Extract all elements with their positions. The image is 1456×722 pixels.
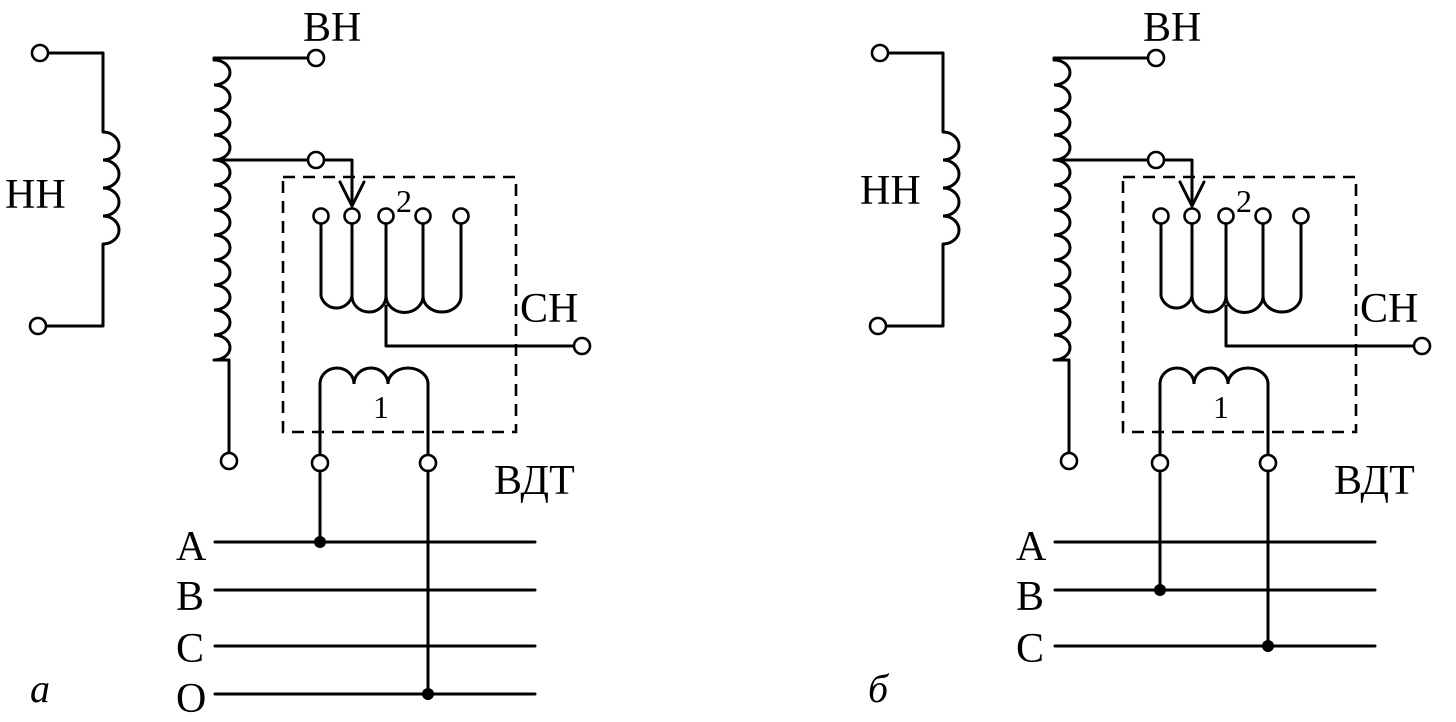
panel-a: НН ВН 2 СН 1 ВДТ A B C O а bbox=[5, 5, 592, 722]
vdt-label: ВДТ bbox=[494, 458, 575, 504]
nn-label: НН bbox=[5, 172, 66, 218]
vn-label: ВН bbox=[303, 5, 361, 51]
vn-label: ВН bbox=[1143, 5, 1201, 51]
bus-label-o: O bbox=[176, 676, 206, 722]
bus-label-c: C bbox=[1016, 626, 1044, 672]
sn-label: СН bbox=[1360, 286, 1418, 332]
panel-caption-a: а bbox=[30, 666, 50, 711]
junction-dot-phase-a bbox=[314, 536, 326, 548]
junction-dot-neutral bbox=[422, 688, 434, 700]
panel-caption-b: б bbox=[868, 666, 890, 711]
panel-b: НН ВН 2 СН 1 ВДТ A B C б bbox=[860, 5, 1432, 711]
bus-label-c: C bbox=[176, 626, 204, 672]
nn-label: НН bbox=[860, 168, 921, 214]
sn-label: СН bbox=[520, 286, 578, 332]
vdt-label: ВДТ bbox=[1334, 458, 1415, 504]
bus-label-b: B bbox=[176, 574, 204, 620]
bus-label-b: B bbox=[1016, 574, 1044, 620]
winding-2-label: 2 bbox=[396, 183, 412, 219]
winding-1-label: 1 bbox=[373, 389, 389, 425]
winding-1-label: 1 bbox=[1213, 389, 1229, 425]
junction-dot-phase-c bbox=[1262, 640, 1274, 652]
winding-2-label: 2 bbox=[1236, 183, 1252, 219]
junction-dot-phase-b bbox=[1154, 584, 1166, 596]
bus-label-a: A bbox=[1016, 524, 1047, 570]
bus-label-a: A bbox=[176, 524, 207, 570]
